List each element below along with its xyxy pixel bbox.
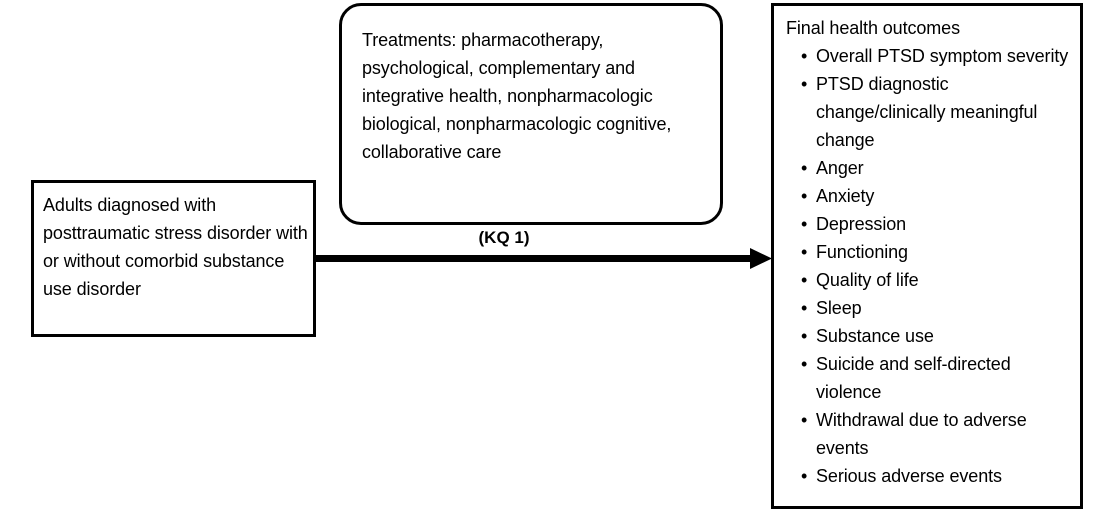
outcome-item-label: Anger [816, 158, 864, 178]
outcome-item-label: Serious adverse events [816, 466, 1002, 486]
bullet-icon: • [801, 214, 808, 234]
outcomes-box: Final health outcomes • Overall PTSD symp… [771, 3, 1083, 509]
bullet-icon: • [801, 186, 808, 206]
bullet-icon: • [801, 74, 808, 94]
outcome-item: • Sleep [786, 294, 1074, 322]
outcome-item-label: Suicide and self-directed violence [816, 354, 1011, 402]
outcome-item: • Anger [786, 154, 1074, 182]
outcome-item: • Substance use [786, 322, 1074, 350]
outcome-item-label: Substance use [816, 326, 934, 346]
outcome-item: • Serious adverse events [786, 462, 1074, 490]
bullet-icon: • [801, 354, 808, 374]
outcome-item-label: Withdrawal due to adverse events [816, 410, 1027, 458]
kq1-label: (KQ 1) [478, 228, 530, 247]
bullet-icon: • [801, 242, 808, 262]
population-box: Adults diagnosed with posttraumatic stre… [31, 180, 316, 337]
outcome-item-label: Overall PTSD symptom severity [816, 46, 1069, 66]
outcome-item: • PTSD diagnostic change/clinically meani… [786, 70, 1074, 154]
outcome-item-label: Quality of life [816, 270, 919, 290]
outcome-item-label: Functioning [816, 242, 908, 262]
outcome-item: • Suicide and self-directed violence [786, 350, 1074, 406]
bullet-icon: • [801, 326, 808, 346]
outcome-item-label: PTSD diagnostic change/clinically meanin… [816, 74, 1038, 150]
bullet-icon: • [801, 270, 808, 290]
bullet-icon: • [801, 158, 808, 178]
outcome-item: • Overall PTSD symptom severity [786, 42, 1074, 70]
outcome-item-label: Depression [816, 214, 907, 234]
outcome-item-label: Sleep [816, 298, 862, 318]
outcome-item: • Functioning [786, 238, 1074, 266]
outcome-item: • Withdrawal due to adverse events [786, 406, 1074, 462]
outcomes-list: • Overall PTSD symptom severity • PTSD diag… [786, 42, 1074, 490]
outcomes-heading: Final health outcomes [786, 18, 960, 38]
outcome-item: • Depression [786, 210, 1074, 238]
bullet-icon: • [801, 410, 808, 430]
outcome-item-label: Anxiety [816, 186, 875, 206]
outcome-item: • Anxiety [786, 182, 1074, 210]
treatments-box: Treatments: pharmacotherapy, psychologic… [339, 3, 723, 225]
bullet-icon: • [801, 298, 808, 318]
treatments-box-text: Treatments: pharmacotherapy, psychologic… [362, 30, 672, 162]
bullet-icon: • [801, 466, 808, 486]
bullet-icon: • [801, 46, 808, 66]
outcome-item: • Quality of life [786, 266, 1074, 294]
kq1-arrow-icon [316, 240, 772, 280]
population-box-text: Adults diagnosed with posttraumatic stre… [43, 195, 308, 299]
